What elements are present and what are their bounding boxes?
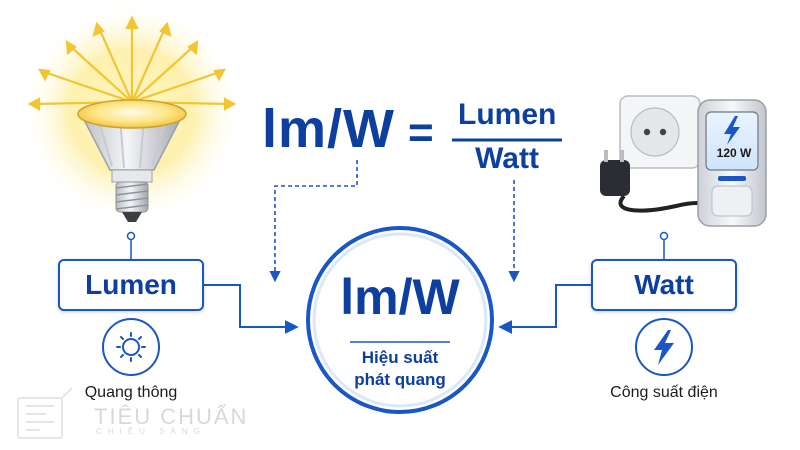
center-title: lm/W (340, 269, 460, 325)
meter-screen (705, 111, 759, 171)
plug-icon (600, 150, 630, 196)
watermark-brand: TIÊU CHUẨN (94, 404, 249, 429)
center-circle (306, 226, 494, 414)
meter-bolt-icon (724, 116, 740, 145)
right-connector-dot (659, 231, 669, 241)
light-rays (27, 15, 237, 111)
left-connector-dot (126, 231, 136, 241)
power-meter-illustration (600, 95, 767, 227)
watermark-tagline: CHIẾU SÁNG (96, 427, 206, 436)
watt-caption: Công suất điện (610, 384, 718, 401)
lumen-box: Lumen (58, 259, 204, 311)
arrow-lumen-to-center (204, 284, 299, 334)
bulb-lens (77, 99, 187, 129)
sun-icon (102, 318, 160, 376)
arrow-watt-to-center (498, 284, 591, 334)
dashed-arrow-formula-left (269, 160, 358, 283)
light-bulb-illustration (20, 0, 244, 224)
watt-box: Watt (591, 259, 737, 311)
meter-reading: 120 W (716, 146, 752, 160)
lumen-caption: Quang thông (84, 384, 178, 401)
lightning-bolt-icon (635, 318, 693, 376)
formula-denominator: Watt (475, 142, 539, 175)
center-subtitle-line1: Hiệu suất (361, 348, 439, 367)
watermark-logo (17, 387, 73, 439)
formula-lhs: lm/W (262, 99, 395, 159)
formula-numerator: Lumen (458, 98, 557, 131)
formula-equals: = (408, 108, 434, 157)
center-subtitle-line2: phát quang (354, 370, 446, 389)
